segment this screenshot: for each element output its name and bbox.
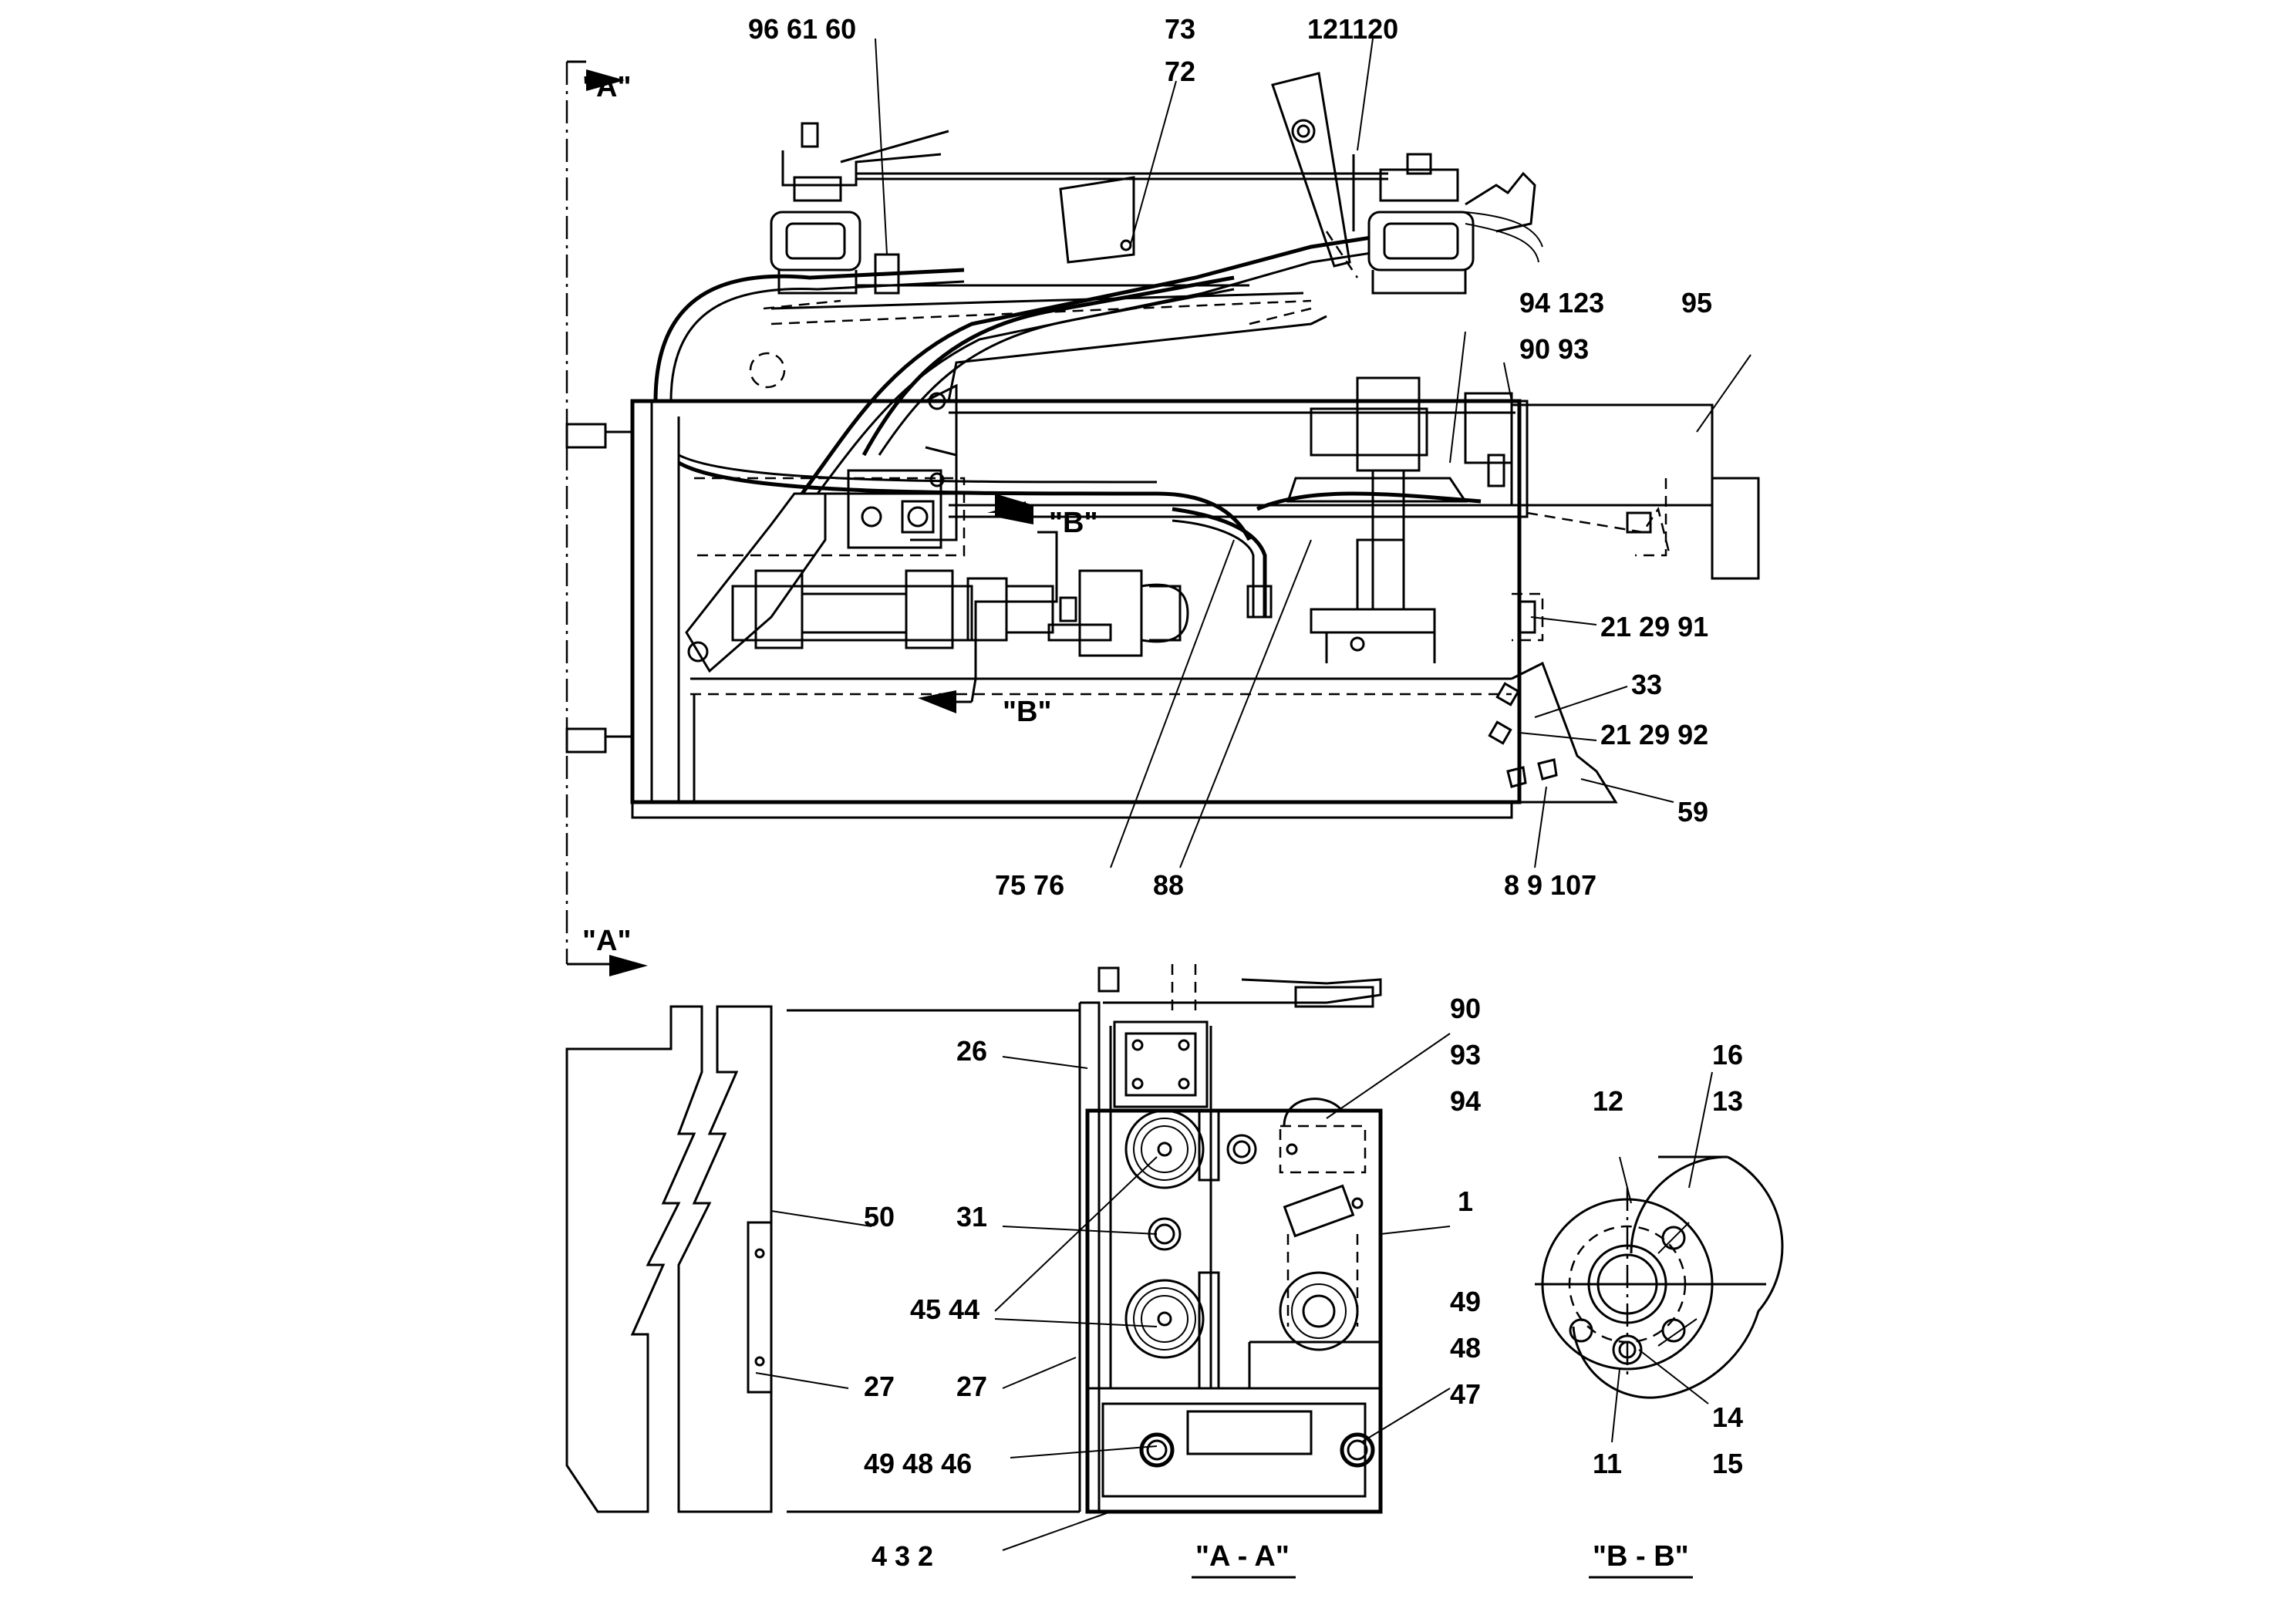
callout-16: 16 [1712, 1039, 1743, 1071]
callout-121-120: 121120 [1307, 13, 1398, 45]
callout-4-3-2: 4 3 2 [872, 1540, 933, 1572]
callout-27-left: 27 [864, 1371, 895, 1402]
view-b-b [1535, 1155, 1784, 1399]
callout-93: 93 [1450, 1039, 1481, 1071]
section-label-a-top: "A" [582, 71, 631, 103]
callout-33: 33 [1631, 669, 1662, 700]
callout-73: 73 [1165, 13, 1195, 45]
callout-90-93-top: 90 93 [1519, 333, 1589, 365]
view-a-a [1078, 964, 1383, 1514]
callout-72: 72 [1165, 56, 1195, 87]
callout-1: 1 [1458, 1185, 1473, 1217]
section-label-b-top: "B" [1049, 507, 1097, 539]
callout-14: 14 [1712, 1401, 1743, 1433]
view-label-bb: "B - B" [1593, 1540, 1689, 1573]
view-label-aa: "A - A" [1195, 1540, 1290, 1573]
callout-94: 94 [1450, 1085, 1481, 1117]
callout-45-44: 45 44 [910, 1293, 979, 1325]
callout-49: 49 [1450, 1286, 1481, 1317]
leader-lines [755, 38, 1752, 1551]
section-line-b [918, 494, 1058, 713]
callout-12: 12 [1593, 1085, 1623, 1117]
callout-13: 13 [1712, 1085, 1743, 1117]
aa-housing [1085, 1108, 1383, 1514]
callout-88: 88 [1153, 869, 1184, 901]
section-label-a-bottom: "A" [582, 925, 631, 957]
callout-8-9-107: 8 9 107 [1504, 869, 1596, 901]
callout-59: 59 [1677, 796, 1708, 828]
callout-49-48-46: 49 48 46 [864, 1448, 972, 1479]
callout-90: 90 [1450, 993, 1481, 1024]
callout-47: 47 [1450, 1378, 1481, 1410]
top-side-view [565, 72, 1760, 819]
callout-11: 11 [1593, 1448, 1622, 1479]
callout-21-29-92: 21 29 92 [1600, 719, 1708, 750]
callout-96-61-60: 96 61 60 [748, 13, 856, 45]
callout-50: 50 [864, 1201, 895, 1233]
callout-48: 48 [1450, 1332, 1481, 1364]
callout-31: 31 [956, 1201, 987, 1233]
callout-15: 15 [1712, 1448, 1743, 1479]
callout-27-right: 27 [956, 1371, 987, 1402]
section-line-a [565, 60, 648, 976]
callout-95: 95 [1681, 287, 1712, 319]
callout-21-29-91: 21 29 91 [1600, 611, 1708, 642]
callout-26: 26 [956, 1035, 987, 1067]
callout-94-123: 94 123 [1519, 287, 1604, 319]
callout-75-76: 75 76 [995, 869, 1064, 901]
frame-cross-section [565, 1005, 1080, 1513]
section-label-b-bottom: "B" [1003, 696, 1051, 728]
